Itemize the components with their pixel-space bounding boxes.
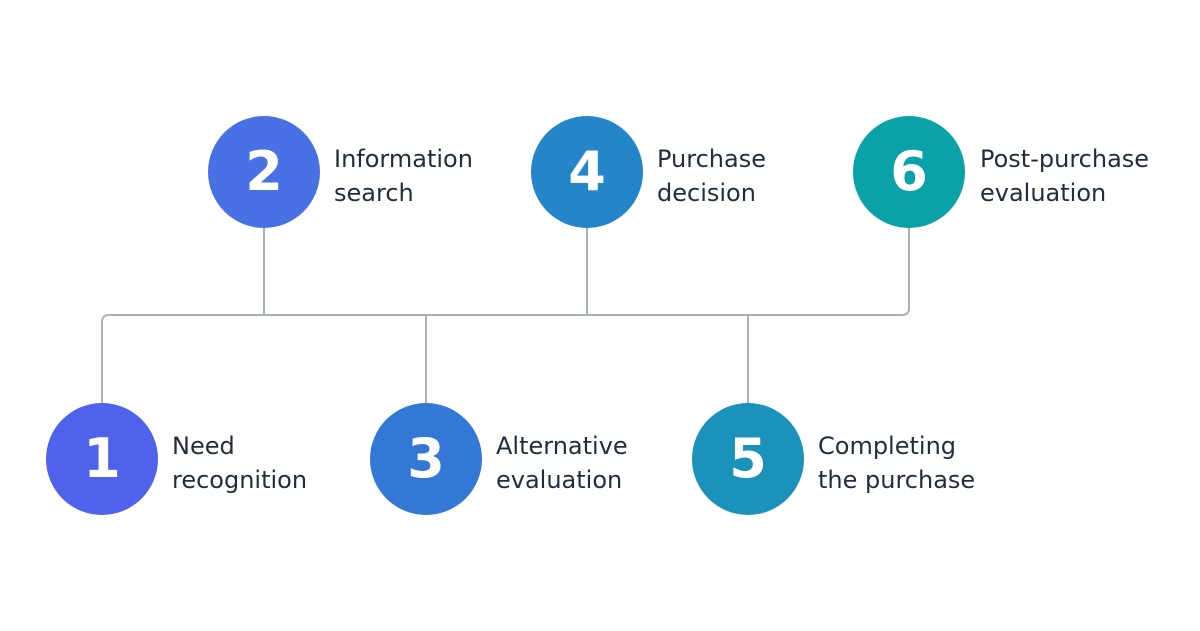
step-label: Need recognition [172,429,307,497]
step-label: Post-purchase evaluation [980,142,1149,210]
step-label-line: Post-purchase [980,145,1150,173]
step-need-recognition: 1 Need recognition [46,403,406,515]
step-number-circle: 1 [46,403,158,515]
step-label: Information search [334,142,473,210]
step-label-line: Alternative [496,432,628,460]
timeline-bar [101,228,910,404]
step-label-line: evaluation [496,466,623,494]
step-label-line: Information [334,145,473,173]
step-number-circle: 2 [208,116,320,228]
step-label: Completing the purchase [818,429,975,497]
step-label-line: evaluation [980,179,1107,207]
step-information-search: 2 Information search [208,116,568,228]
step-purchase-decision: 4 Purchase decision [531,116,891,228]
step-label-line: decision [657,179,756,207]
step-label: Alternative evaluation [496,429,628,497]
step-number-circle: 6 [853,116,965,228]
step-label-line: Purchase [657,145,766,173]
step-label-line: Completing [818,432,957,460]
step-number-circle: 4 [531,116,643,228]
step-label-line: recognition [172,466,308,494]
step-completing-the-purchase: 5 Completing the purchase [692,403,1052,515]
step-post-purchase-evaluation: 6 Post-purchase evaluation [853,116,1200,228]
step-label: Purchase decision [657,142,766,210]
step-number-circle: 3 [370,403,482,515]
step-number-circle: 5 [692,403,804,515]
step-label-line: the purchase [818,466,976,494]
step-alternative-evaluation: 3 Alternative evaluation [370,403,730,515]
step-label-line: search [334,179,414,207]
step-label-line: Need [172,432,235,460]
